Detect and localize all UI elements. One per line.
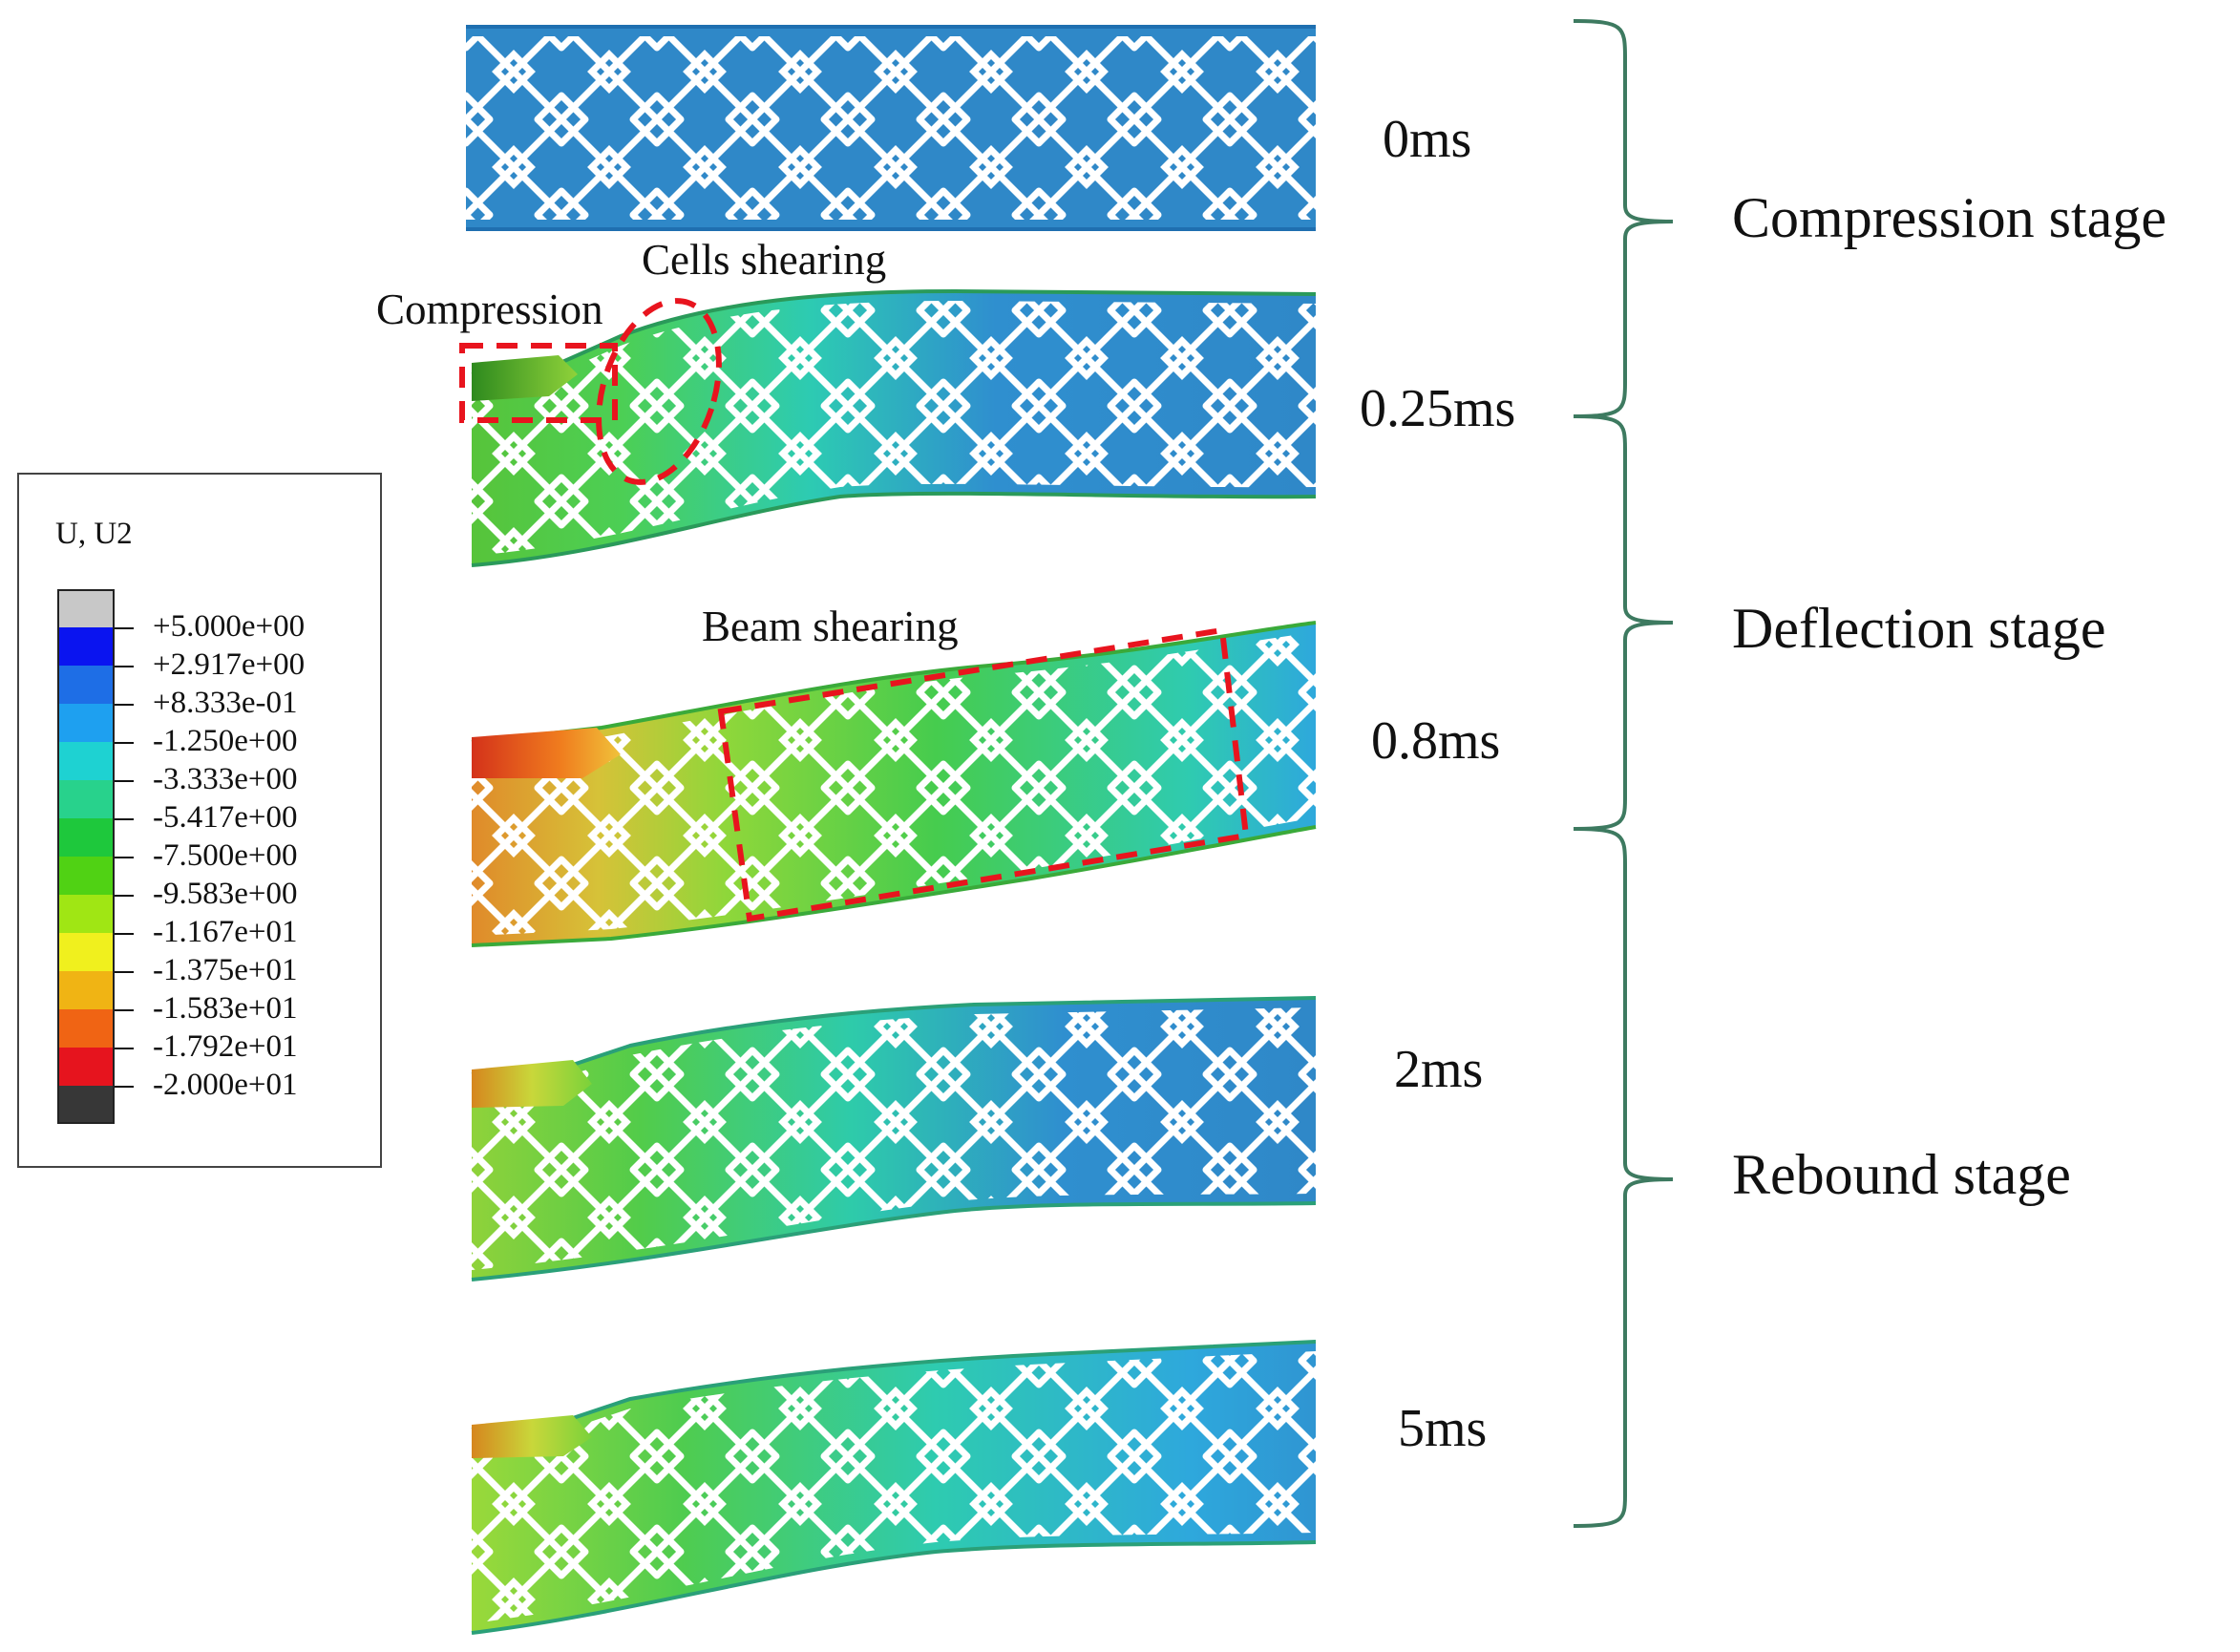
legend-value-label: -1.792e+01 [153, 1029, 298, 1064]
legend-tick [115, 1048, 134, 1049]
legend-tick [115, 818, 134, 820]
legend-tick [115, 857, 134, 858]
legend-swatch [57, 857, 115, 895]
legend-tick [115, 666, 134, 667]
legend-swatch [57, 895, 115, 933]
impactor-tip [472, 1060, 592, 1108]
impactor-tip [472, 355, 578, 401]
legend-value-label: -2.000e+01 [153, 1068, 298, 1102]
bracket-deflection-stage [1573, 414, 1674, 831]
legend-swatch [57, 1086, 115, 1124]
time-label-2ms: 2ms [1394, 1040, 1484, 1099]
lattice-frame-0ms [466, 25, 1316, 231]
stage-label-rebound: Rebound stage [1732, 1143, 2071, 1206]
beam-shearing-region-marker [717, 626, 1250, 922]
stage-brackets [1573, 19, 1674, 1528]
stage-label-compression: Compression stage [1732, 186, 2166, 249]
legend-title: U, U2 [55, 517, 133, 551]
cells-shearing-region-marker [596, 298, 722, 485]
impactor-tip [472, 1415, 592, 1458]
legend-swatch [57, 704, 115, 742]
legend-tick [115, 627, 134, 629]
beam-shearing-annotation: Beam shearing [702, 603, 959, 650]
compression-annotation: Compression [376, 286, 603, 333]
legend-value-label: -1.375e+01 [153, 953, 298, 987]
legend-swatch [57, 742, 115, 780]
cells-shearing-annotation: Cells shearing [642, 236, 887, 284]
legend-value-label: -7.500e+00 [153, 838, 298, 873]
lattice-frame-0.8ms [471, 621, 1317, 947]
legend-value-label: +5.000e+00 [153, 609, 306, 644]
legend-swatch [57, 666, 115, 704]
time-label-0ms: 0ms [1383, 110, 1472, 169]
time-label-0.8ms: 0.8ms [1371, 711, 1501, 771]
bracket-compression-stage [1573, 19, 1674, 418]
legend-value-label: -1.250e+00 [153, 724, 298, 758]
legend-tick [115, 704, 134, 706]
color-legend: U, U2 +5.000e+00+2.917e+00 +8.333e-01 -1.2… [17, 473, 382, 1168]
time-label-5ms: 5ms [1398, 1399, 1488, 1458]
legend-tick [115, 742, 134, 744]
legend-value-label: +8.333e-01 [153, 686, 298, 720]
legend-swatch [57, 1009, 115, 1048]
legend-tick [115, 780, 134, 782]
legend-swatch [57, 933, 115, 971]
legend-swatch [57, 780, 115, 818]
legend-tick [115, 895, 134, 897]
legend-tick [115, 1009, 134, 1011]
legend-swatch [57, 627, 115, 666]
bracket-rebound-stage [1573, 827, 1674, 1528]
legend-value-label: -1.167e+01 [153, 915, 298, 949]
legend-tick [115, 971, 134, 973]
legend-swatch [57, 818, 115, 857]
legend-swatch [57, 589, 115, 627]
legend-value-label: +2.917e+00 [153, 647, 306, 682]
legend-swatch [57, 971, 115, 1009]
impactor-tip [472, 728, 621, 778]
legend-value-label: -3.333e+00 [153, 762, 298, 796]
legend-swatch [57, 1048, 115, 1086]
time-label-0.25ms: 0.25ms [1360, 379, 1516, 438]
legend-tick [115, 933, 134, 935]
legend-value-label: -5.417e+00 [153, 800, 298, 835]
compression-region-marker [459, 343, 618, 423]
stage-label-deflection: Deflection stage [1732, 597, 2106, 660]
legend-colorbar-frame [57, 589, 115, 1124]
lattice-frame-0.25ms [471, 288, 1317, 567]
legend-value-label: -9.583e+00 [153, 877, 298, 911]
lattice-frame-2ms [471, 996, 1317, 1281]
legend-value-label: -1.583e+01 [153, 991, 298, 1026]
lattice-frame-5ms [471, 1340, 1317, 1635]
legend-tick [115, 1086, 134, 1088]
